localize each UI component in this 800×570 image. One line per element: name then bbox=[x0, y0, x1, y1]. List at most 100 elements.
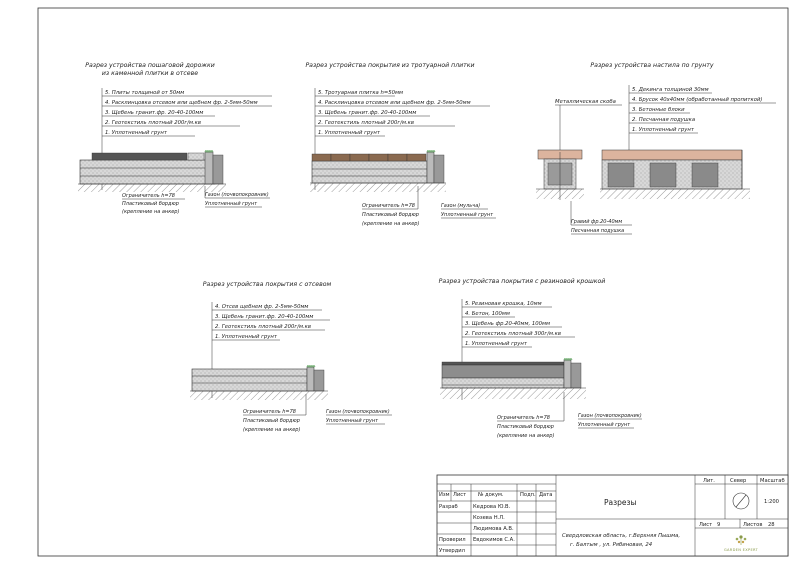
lit-label: Лит. bbox=[703, 478, 715, 484]
layer-label: 1. Уплотненный грунт bbox=[105, 130, 168, 136]
border-label: Ограничитель h=78 bbox=[122, 193, 175, 199]
gravel-label: Песчанная подушка bbox=[571, 228, 624, 234]
layer-label: 1. Уплотненный грунт bbox=[632, 127, 695, 133]
border-label: Ограничитель h=78 bbox=[243, 409, 296, 415]
section-4-title: Разрез устройства покрытия с отсевом bbox=[203, 281, 332, 288]
border-label: Ограничитель h=78 bbox=[497, 415, 550, 421]
layer-label: 3. Щебень гранит.фр. 20-40-100мм bbox=[215, 314, 313, 320]
section-1-cross-section bbox=[78, 150, 226, 192]
layer-label: 1. Уплотненный грунт bbox=[318, 130, 381, 136]
stamp-head-doc: № докум. bbox=[478, 492, 504, 498]
border-label: Пластиковый бордюр bbox=[122, 201, 179, 207]
garden-expert-logo: GARDEN EXPERT bbox=[724, 535, 759, 552]
lawn-label: Газон (почвопокровник) bbox=[578, 413, 642, 419]
stamp-head-izm: Изм bbox=[439, 492, 450, 498]
layer-label: 4. Отсев щебнем фр. 2-5мм-50мм bbox=[215, 304, 308, 310]
layer-label: 5. Декинга толщиной 30мм bbox=[632, 87, 709, 93]
layer-label: 2. Геотекстиль плотный 200г/м.кв bbox=[105, 120, 201, 126]
border-label: (крепление на анкер) bbox=[497, 433, 554, 439]
stamp-name: Кедрова Ю.В. bbox=[473, 504, 511, 510]
layer-label: 4. Расклинцовка отсевом или щебнем фр. 2… bbox=[105, 100, 258, 106]
section-1-title-line-1: Разрез устройства пошаговой дорожки bbox=[85, 62, 214, 69]
section-4-cross-section bbox=[190, 365, 328, 400]
border-label: (крепление на анкер) bbox=[362, 221, 419, 227]
section-decking: Разрез устройства настила по грунту Мета… bbox=[536, 62, 776, 235]
section-3-cross-section-narrow bbox=[536, 149, 584, 200]
layer-label: 5. Плиты толщиной от 50мм bbox=[105, 90, 184, 96]
section-screenings: Разрез устройства покрытия с отсевом 4. … bbox=[190, 281, 392, 433]
lawn-label: Газон (почвопокровник) bbox=[326, 409, 390, 415]
sheet-label: Лист bbox=[699, 522, 712, 528]
border-label: (крепление на анкер) bbox=[243, 427, 300, 433]
section-3-callouts: Гравий фр.20-40мм Песчанная подушка bbox=[570, 201, 632, 235]
section-5-title: Разрез устройства покрытия с резиновой к… bbox=[439, 278, 606, 285]
stamp-head-sign: Подп. bbox=[520, 492, 536, 498]
section-1-callouts: Ограничитель h=78 Пластиковый бордюр (кр… bbox=[122, 186, 270, 215]
north-label: Север bbox=[730, 478, 747, 484]
layer-label: 4. Бетон, 100мм bbox=[465, 311, 510, 317]
border-label: Пластиковый бордюр bbox=[243, 418, 300, 424]
scale-label: Масштаб bbox=[760, 478, 785, 484]
section-2-callouts: Ограничитель h=78 Пластиковый бордюр (кр… bbox=[362, 186, 496, 227]
layer-label: 2. Песчанная подушка bbox=[632, 117, 695, 123]
section-3-layer-list: 5. Декинга толщиной 30мм 4. Брусок 40х40… bbox=[628, 85, 776, 150]
gravel-label: Гравий фр.20-40мм bbox=[571, 219, 622, 225]
drawing-title: Разрезы bbox=[604, 498, 636, 507]
layer-label: 1. Уплотненный грунт bbox=[215, 334, 278, 340]
layer-label: 5. Тротуарная плитка h=50мм bbox=[318, 90, 403, 96]
section-2-cross-section bbox=[310, 150, 446, 192]
sheets-label: Листов bbox=[743, 522, 762, 528]
section-3-cross-section-wide bbox=[600, 149, 750, 199]
layer-label: 1. Уплотненный грунт bbox=[465, 341, 528, 347]
section-stepping-path: Разрез устройства пошаговой дорожки из к… bbox=[78, 62, 272, 215]
stamp-role: Проверил bbox=[439, 537, 466, 543]
section-rubber-crumb: Разрез устройства покрытия с резиновой к… bbox=[439, 278, 642, 439]
stamp-address-line-2: г. Балтым , ул. Рябиновая, 24 bbox=[570, 542, 652, 548]
section-3-title: Разрез устройства настила по грунту bbox=[590, 62, 713, 69]
scale-value: 1:200 bbox=[764, 499, 779, 505]
stamp-name: Людимова А.В. bbox=[473, 526, 514, 532]
stamp-head-list: Лист bbox=[453, 492, 466, 498]
bracket-label: Металлическая скоба bbox=[555, 99, 616, 105]
logo-text: GARDEN EXPERT bbox=[724, 548, 759, 552]
section-5-callouts: Ограничитель h=78 Пластиковый бордюр (кр… bbox=[497, 392, 642, 439]
stamp-name: Козева Н.Л. bbox=[473, 515, 505, 521]
section-1-title-line-2: из каменной плитки в отсеве bbox=[102, 70, 198, 77]
layer-label: 5. Резиновая крошка, 10мм bbox=[465, 301, 542, 307]
lawn-label: Уплотненный грунт bbox=[326, 418, 379, 424]
stamp-role: Разраб bbox=[439, 504, 458, 510]
layer-label: 4. Брусок 40х40мм (обработанный пропитко… bbox=[632, 97, 762, 103]
lawn-label: Уплотненный грунт bbox=[205, 201, 258, 207]
layer-label: 2. Геотекстиль плотный 300г/м.кв bbox=[465, 331, 561, 337]
sheet-frame bbox=[37, 7, 789, 557]
section-4-layer-list: 4. Отсев щебнем фр. 2-5мм-50мм 3. Щебень… bbox=[211, 302, 330, 398]
section-1-layer-list: 5. Плиты толщиной от 50мм 4. Расклинцовк… bbox=[101, 88, 272, 190]
stamp-head-date: Дата bbox=[539, 492, 552, 498]
section-2-layer-list: 5. Тротуарная плитка h=50мм 4. Расклинцо… bbox=[314, 88, 490, 190]
layer-label: 4. Расклинцовка отсевом или щебнем фр. 2… bbox=[318, 100, 471, 106]
lawn-label: Газон (почвопокровник) bbox=[205, 192, 269, 198]
layer-label: 3. Щебень гранит.фр. 20-40-100мм bbox=[105, 110, 203, 116]
layer-label: 2. Геотекстиль плотный 200г/м.кв bbox=[318, 120, 414, 126]
layer-label: 3. Щебень фр.20-40мм, 100мм bbox=[465, 321, 550, 327]
section-2-title: Разрез устройства покрытия из тротуарной… bbox=[305, 62, 474, 69]
border-label: (крепление на анкер) bbox=[122, 209, 179, 215]
border-label: Пластиковый бордюр bbox=[497, 424, 554, 430]
layer-label: 2. Геотекстиль плотный 200г/м.кв bbox=[215, 324, 311, 330]
layer-label: 3. Щебень гранит.фр. 20-40-100мм bbox=[318, 110, 416, 116]
stamp-address-line-1: Свердловская область, г.Верхняя Пышма, bbox=[562, 533, 680, 539]
section-paving-tiles: Разрез устройства покрытия из тротуарной… bbox=[305, 62, 496, 227]
title-block: Изм Лист № докум. Подп. Дата Разраб Кедр… bbox=[436, 474, 789, 557]
sheet-value: 9 bbox=[717, 522, 720, 528]
border-label: Ограничитель h=78 bbox=[362, 203, 415, 209]
border-label: Пластиковый бордюр bbox=[362, 212, 419, 218]
stamp-name: Евдокимов С.А. bbox=[473, 537, 515, 543]
section-4-callouts: Ограничитель h=78 Пластиковый бордюр (кр… bbox=[243, 394, 392, 433]
lawn-label: Уплотненный грунт bbox=[441, 212, 494, 218]
north-arrow-icon bbox=[732, 492, 750, 510]
stamp-role: Утвердил bbox=[439, 548, 465, 554]
section-5-cross-section bbox=[440, 358, 586, 399]
lawn-label: Газон (мульча) bbox=[441, 203, 480, 209]
